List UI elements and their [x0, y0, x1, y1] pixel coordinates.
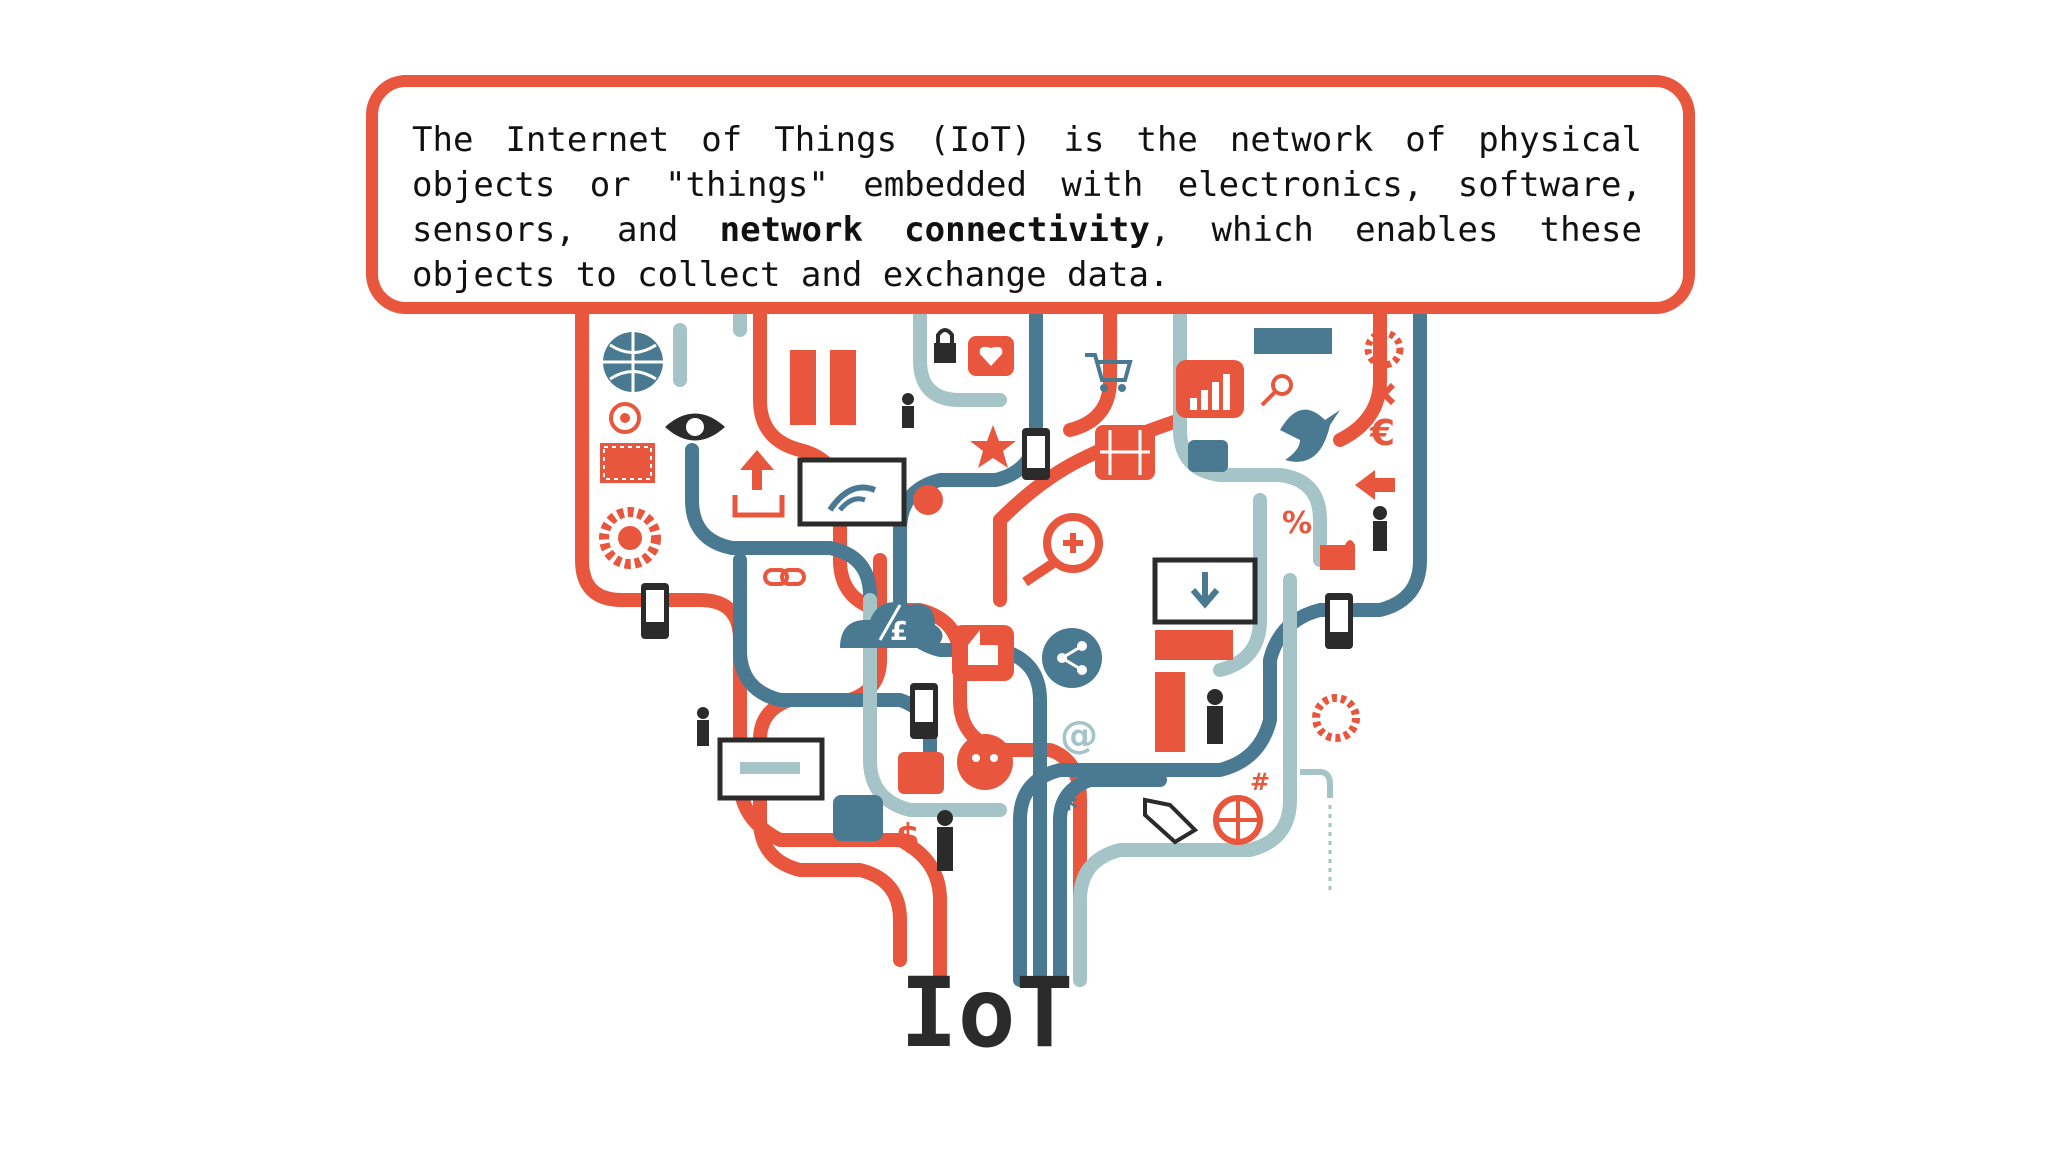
- globe-icon: [603, 332, 663, 392]
- gear-icon: [1364, 329, 1404, 369]
- key-icon: [1260, 374, 1293, 407]
- faucet-icon: [1300, 769, 1333, 890]
- hand-icon: [833, 795, 883, 841]
- chat-icon: [957, 734, 1013, 790]
- speech-bubble-icon: [898, 752, 944, 794]
- euro-symbol: €: [1369, 413, 1395, 454]
- person-icon: [1207, 689, 1223, 744]
- phone-icon: [1022, 428, 1050, 480]
- phone-icon: [910, 683, 938, 739]
- puzzle-icon: [1320, 540, 1355, 570]
- magnifier-icon: [1022, 513, 1103, 587]
- upload-icon: [732, 450, 785, 518]
- bird-icon: [1280, 409, 1340, 462]
- chart-icon: [1176, 360, 1244, 418]
- lock-icon: [934, 328, 956, 363]
- definition-part-2: , which enables these objects to collect…: [412, 210, 1642, 295]
- film-icon: [600, 443, 655, 483]
- thumbs-up-icon: [952, 625, 1014, 681]
- definition-bold-phrase: network connectivity: [719, 210, 1150, 250]
- iot-definition-text: The Internet of Things (IoT) is the netw…: [412, 118, 1642, 298]
- pound-symbol: £: [890, 617, 908, 647]
- cart-icon: [1085, 353, 1133, 392]
- phone-icon: [641, 583, 669, 639]
- iot-title: IoT: [900, 957, 1074, 1069]
- definition-callout: The Internet of Things (IoT) is the netw…: [366, 75, 1695, 314]
- percent-symbol: %: [1282, 506, 1312, 541]
- server-icon: [790, 350, 856, 425]
- pipes: [575, 293, 1427, 987]
- gear-icon: [599, 507, 661, 569]
- wheel-icon: [1213, 795, 1263, 845]
- server-icon: [1155, 672, 1185, 752]
- gear-icon: [1312, 694, 1360, 742]
- eye-icon: [665, 413, 725, 441]
- keyboard-icon: [1254, 328, 1332, 354]
- arrow-left-icon: [1355, 470, 1395, 500]
- euro-sign-icon: [717, 737, 825, 801]
- target-icon: [609, 402, 641, 434]
- chain-icon: [763, 568, 806, 586]
- wifi-icon: [797, 457, 907, 527]
- definition-part-1: The Internet of Things (IoT) is the netw…: [412, 120, 1642, 250]
- symbols: £ € $ % @ # *: [890, 413, 1395, 857]
- asterisk-symbol: *: [1060, 789, 1078, 829]
- person-icon: [697, 707, 709, 746]
- dollar-symbol: $: [896, 817, 920, 857]
- hash-symbol: #: [1250, 768, 1270, 796]
- person-icon: [1373, 506, 1387, 551]
- icons: [599, 328, 1404, 890]
- at-symbol: @: [1060, 713, 1098, 757]
- hand-pointer-icon: [1143, 797, 1199, 845]
- heart-circle-icon: [913, 485, 943, 515]
- heart-icon: [968, 336, 1014, 376]
- download-icon: [1152, 557, 1258, 625]
- phone-icon: [1325, 593, 1353, 649]
- speech-bubble-icon: [1188, 440, 1228, 472]
- person-icon: [937, 810, 953, 871]
- chip-icon: [1095, 425, 1155, 480]
- cloud-icon: [840, 602, 943, 648]
- keyboard-icon: [1155, 630, 1233, 660]
- share-icon: [1042, 628, 1102, 688]
- light-teal-pipes: [673, 293, 1327, 987]
- cross-icon: [1372, 382, 1396, 406]
- star-icon: [970, 425, 1016, 468]
- person-icon: [902, 393, 914, 428]
